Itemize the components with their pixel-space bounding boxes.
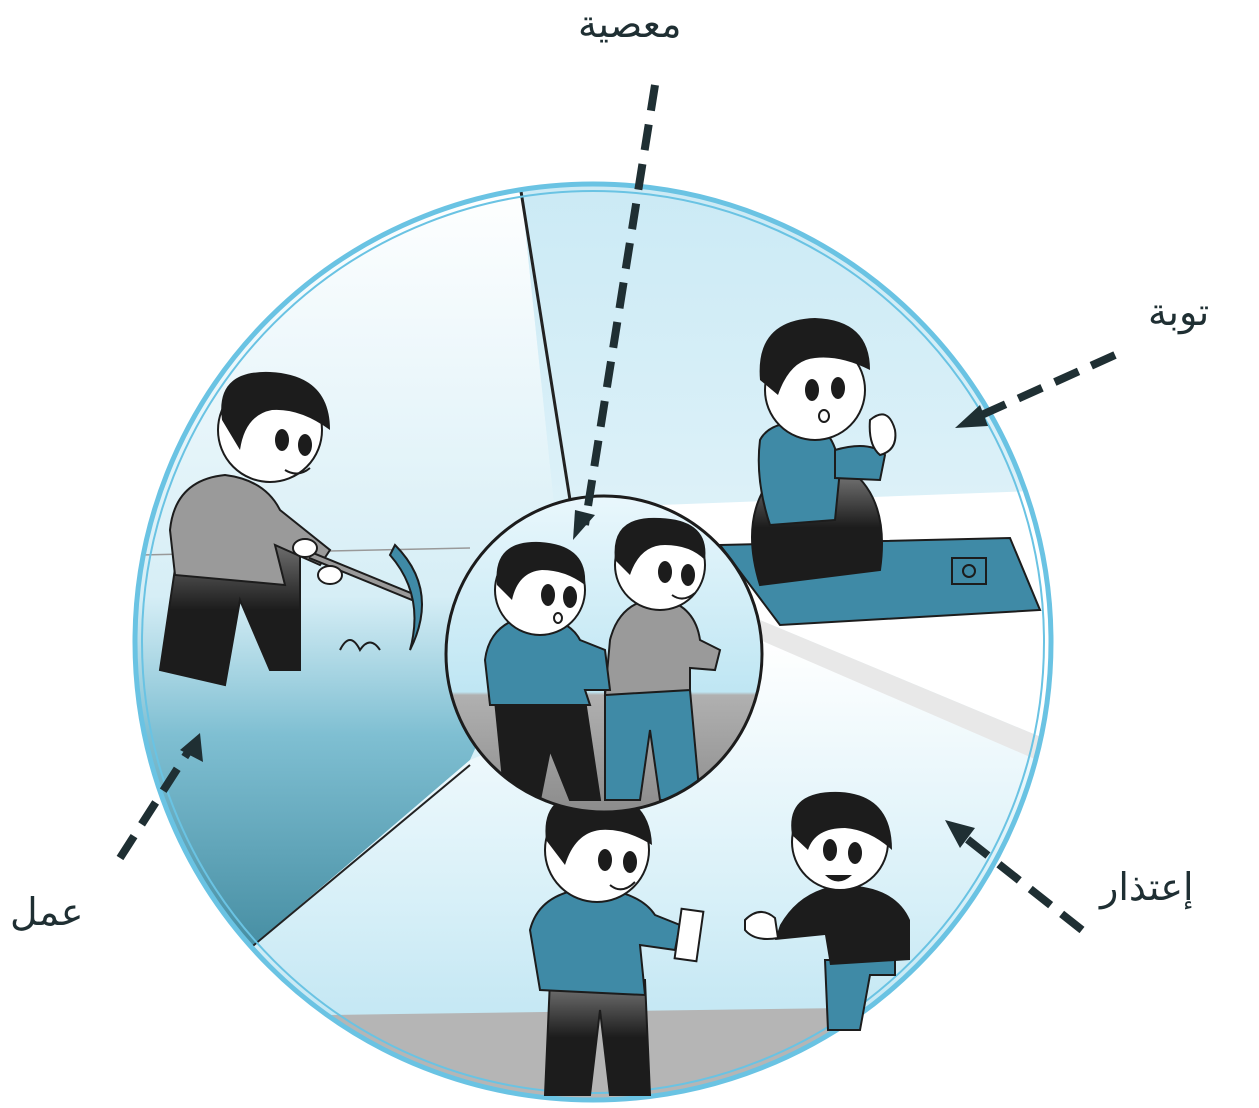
label-apology: إعتذار — [1100, 868, 1194, 906]
label-repentance: توبة — [1148, 293, 1209, 331]
label-sin: معصية — [578, 5, 681, 43]
label-work: عمل — [10, 893, 83, 931]
inner-circle — [446, 496, 762, 812]
